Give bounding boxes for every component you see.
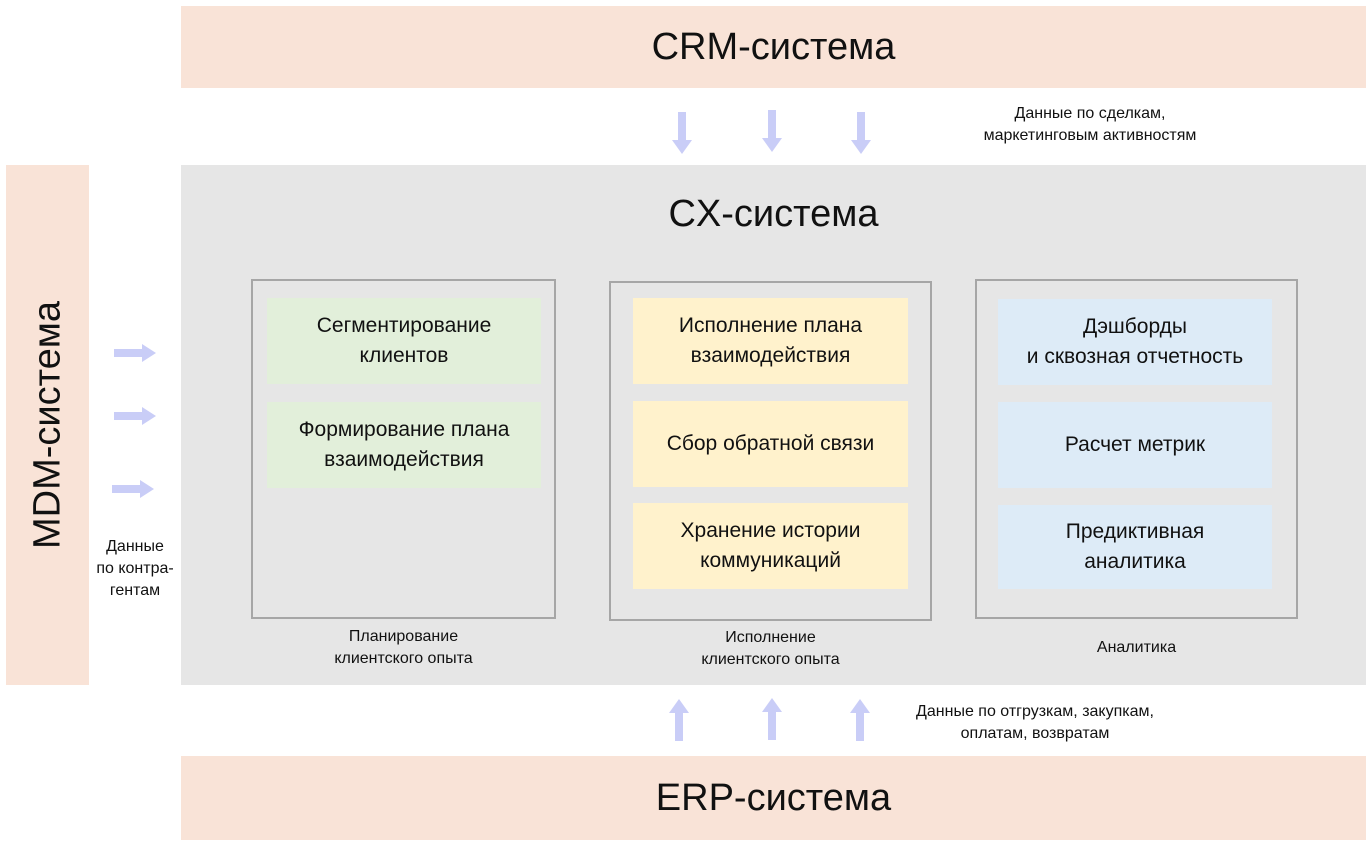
down-arrow-icon bbox=[851, 112, 871, 154]
up-arrow-icon bbox=[762, 698, 782, 740]
down-arrow-icon bbox=[762, 110, 782, 152]
analytics-card: Дэшборды и сквозная отчетность bbox=[998, 299, 1272, 385]
planning-card: Сегментирование клиентов bbox=[267, 298, 541, 384]
mdm-system-bar: MDM-система bbox=[6, 165, 89, 685]
erp-data-note: Данные по отгрузкам, закупкам, оплатам, … bbox=[916, 703, 1154, 742]
execution-group-caption: Исполнение клиентского опыта bbox=[701, 629, 840, 668]
crm-system-bar: CRM-система bbox=[181, 6, 1366, 88]
erp-system-bar: ERP-система bbox=[181, 756, 1366, 840]
crm-system-label: CRM-система bbox=[651, 25, 896, 68]
analytics-card: Расчет метрик bbox=[998, 402, 1272, 488]
analytics-group-caption: Аналитика bbox=[1096, 639, 1177, 656]
planning-card: Формирование плана взаимодействия bbox=[267, 402, 541, 488]
analytics-card: Предиктивная аналитика bbox=[998, 505, 1272, 589]
execution-card: Хранение истории коммуникаций bbox=[633, 503, 908, 589]
analytics-group bbox=[975, 279, 1298, 619]
execution-card: Исполнение плана взаимодействия bbox=[633, 298, 908, 384]
planning-group-caption: Планирование клиентского опыта bbox=[334, 628, 473, 667]
right-arrow-icon bbox=[114, 407, 156, 425]
execution-card: Сбор обратной связи bbox=[633, 401, 908, 487]
right-arrow-icon bbox=[112, 480, 154, 498]
up-arrow-icon bbox=[850, 699, 870, 741]
cx-system-panel: CX-система Сегментирование клиентов Форм… bbox=[181, 165, 1366, 685]
crm-data-note: Данные по сделкам, маркетинговым активно… bbox=[983, 105, 1197, 144]
down-arrow-icon bbox=[672, 112, 692, 154]
mdm-system-label: MDM-система bbox=[26, 300, 68, 550]
planning-group bbox=[251, 279, 556, 619]
cx-system-title: CX-система bbox=[668, 193, 879, 235]
erp-system-label: ERP-система bbox=[655, 776, 892, 819]
up-arrow-icon bbox=[669, 699, 689, 741]
execution-group bbox=[609, 281, 932, 621]
right-arrow-icon bbox=[114, 344, 156, 362]
mdm-data-note: Данные по контра- гентам bbox=[96, 538, 174, 599]
